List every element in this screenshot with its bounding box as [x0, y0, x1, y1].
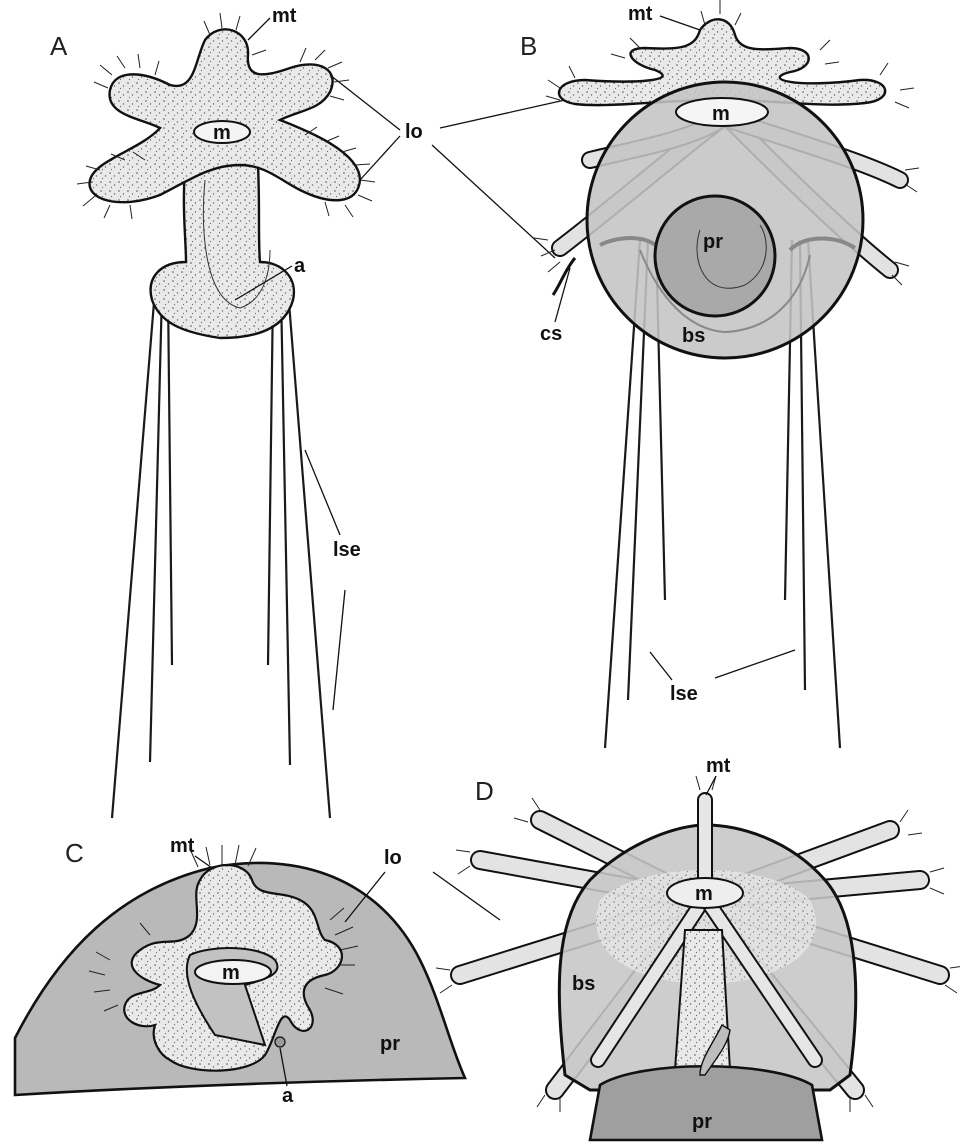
panel-b-label-mt: mt	[628, 3, 653, 25]
panel-d-label-mt: mt	[706, 755, 731, 777]
panel-a-label-mt: mt	[272, 5, 297, 27]
panel-c-label-lo: lo	[384, 847, 402, 869]
panel-a-label-lse: lse	[333, 539, 361, 561]
panel-letter-b: B	[520, 31, 537, 61]
panel-b: B	[520, 0, 919, 748]
panel-d-label-m: m	[695, 883, 713, 905]
panel-a-setae	[112, 290, 330, 818]
panel-b-protegulum	[655, 196, 775, 316]
panel-c-label-a: a	[282, 1085, 294, 1107]
panel-letter-c: C	[65, 838, 84, 868]
panel-d-label-bs: bs	[572, 973, 595, 995]
panel-letter-d: D	[475, 776, 494, 806]
panel-a: A m mt a lse	[50, 5, 375, 818]
panel-d-label-pr: pr	[692, 1111, 712, 1133]
panel-a-body	[151, 165, 294, 338]
panel-b-label-pr: pr	[703, 231, 723, 253]
panel-c-label-pr: pr	[380, 1033, 400, 1055]
panel-b-label-cs: cs	[540, 323, 562, 345]
panel-c-label-m: m	[222, 962, 240, 984]
panel-a-label-a: a	[294, 255, 306, 277]
panel-c: C m mt lo pr a	[15, 835, 465, 1107]
panel-letter-a: A	[50, 31, 68, 61]
panel-a-label-m: m	[213, 122, 231, 144]
label-lo-ab: lo	[405, 121, 423, 143]
panel-c-label-mt: mt	[170, 835, 195, 857]
panel-b-label-bs: bs	[682, 325, 705, 347]
panel-b-label-lse: lse	[670, 683, 698, 705]
panel-d: D m mt	[433, 755, 960, 1140]
panel-b-label-m: m	[712, 103, 730, 125]
